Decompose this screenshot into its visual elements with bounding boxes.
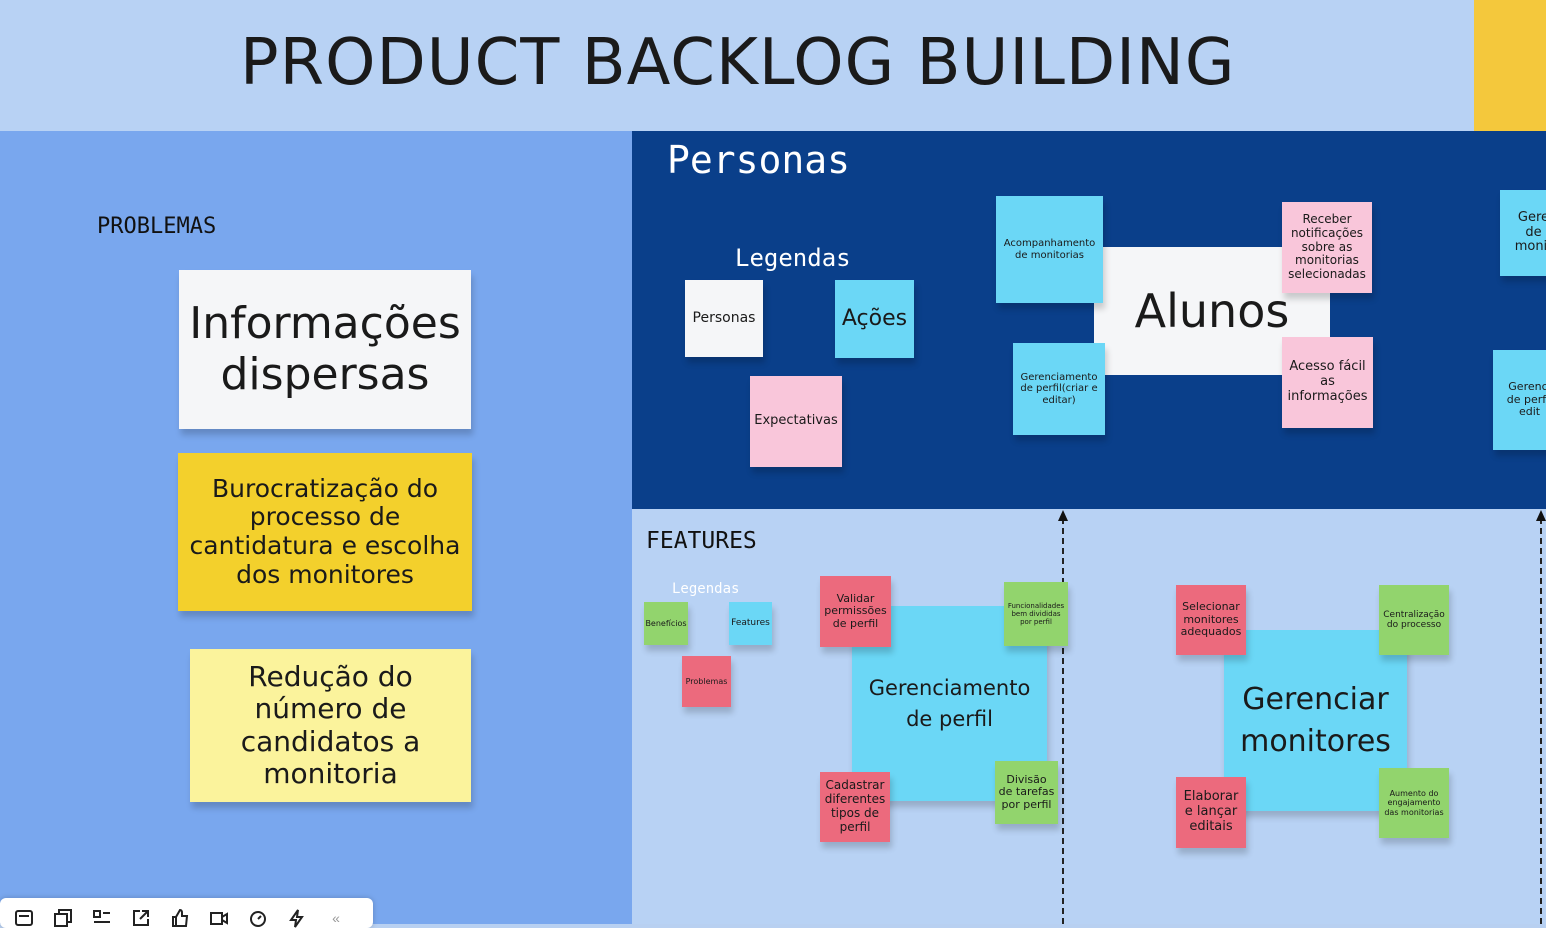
sticky-note-text: Personas [692, 310, 756, 327]
sticky-note-text: Burocratização do processo de cantidatur… [189, 473, 461, 589]
sticky-note-text: Informações dispersas [189, 297, 461, 400]
legend-problemas-note[interactable]: Problemas [682, 656, 731, 707]
frame-list-icon[interactable] [14, 908, 34, 928]
board-title: PRODUCT BACKLOG BUILDING [240, 26, 1236, 100]
connector-line-1 [1062, 518, 1064, 924]
share-icon[interactable] [131, 908, 151, 928]
legend-expectativas-note[interactable]: Expectativas [750, 376, 842, 467]
features-heading: FEATURES [646, 528, 757, 554]
sticky-note-action-2[interactable]: Gerenciamento de perfil(criar e editar) [1013, 343, 1105, 435]
persona-name: Alunos [1134, 283, 1290, 338]
sticky-note-text: Acesso fácil as informações [1287, 359, 1368, 404]
timer-icon[interactable] [248, 908, 268, 928]
features-frame [632, 509, 1546, 924]
sticky-note-text: Expectativas [754, 413, 838, 429]
personas-heading: Personas [667, 138, 851, 182]
sticky-note-problem-elaborar[interactable]: Elaborar e lançar editais [1176, 777, 1246, 848]
sticky-note-text: Centralização do processo [1383, 609, 1445, 630]
legend-personas-note[interactable]: Personas [685, 280, 763, 357]
sticky-note-text: Selecionar monitores adequados [1180, 600, 1242, 639]
features-legend-title: Legendas [672, 581, 740, 597]
layout-icon[interactable] [92, 908, 112, 928]
legend-beneficios-note[interactable]: Benefícios [644, 602, 688, 645]
personas-legend-title: Legendas [735, 244, 851, 272]
bolt-icon[interactable] [287, 908, 307, 928]
sticky-note-text: Receber notificações sobre as monitorias… [1288, 212, 1366, 282]
yellow-frame-tab[interactable] [1474, 0, 1546, 131]
connector-arrow-1 [1058, 510, 1068, 521]
sticky-note-problem-1[interactable]: Informações dispersas [179, 270, 471, 429]
sticky-note-text: Problemas [685, 676, 728, 686]
board-header [0, 0, 1546, 131]
sticky-note-text: Aumento do engajamento das monitorias [1384, 789, 1444, 817]
bottom-toolbar: « [0, 898, 373, 928]
collapse-icon[interactable]: « [332, 910, 340, 926]
sticky-note-text: Elaborar e lançar editais [1183, 789, 1239, 834]
sticky-note-action-1[interactable]: Acompanhamento de monitorias [996, 196, 1103, 303]
connector-arrow-2 [1536, 510, 1546, 521]
sticky-note-text: Redução do número de candidatos a monito… [240, 660, 421, 790]
sticky-note-benefit-divisao[interactable]: Divisão de tarefas por perfil [995, 761, 1058, 824]
sticky-note-text: Validar permissões de perfil [824, 591, 887, 630]
sticky-note-text: Funcionalidades bem divididas por perfil [1007, 601, 1065, 627]
sticky-note-problem-cadastrar[interactable]: Cadastrar diferentes tipos de perfil [820, 772, 890, 842]
sticky-note-text: Gerenciamento de perfil [868, 676, 1031, 731]
sticky-note-benefit-funcionalidades[interactable]: Funcionalidades bem divididas por perfil [1004, 582, 1068, 646]
like-icon[interactable] [170, 908, 190, 928]
sticky-note-expectation-1[interactable]: Receber notificações sobre as monitorias… [1282, 202, 1372, 293]
sticky-note-text: Benefícios [645, 618, 687, 628]
feature-gerenciar-monitores[interactable]: Gerenciar monitores [1224, 630, 1407, 811]
legend-features-note[interactable]: Features [729, 602, 772, 645]
sticky-note-benefit-centralizacao[interactable]: Centralização do processo [1379, 585, 1449, 655]
sticky-note-benefit-aumento[interactable]: Aumento do engajamento das monitorias [1379, 768, 1449, 838]
problems-heading: PROBLEMAS [97, 214, 217, 239]
sticky-note-text: Gerenciamento de perfil(criar e editar) [1020, 371, 1098, 406]
video-icon[interactable] [209, 908, 229, 928]
sticky-note-partial-1[interactable]: Gere de monit [1500, 190, 1546, 276]
sticky-note-partial-2[interactable]: Gerenci de perfil edit [1493, 350, 1546, 450]
sticky-note-text: Ações [841, 306, 908, 332]
sticky-note-problem-2[interactable]: Burocratização do processo de cantidatur… [178, 453, 472, 611]
sticky-note-text: Cadastrar diferentes tipos de perfil [824, 778, 886, 834]
connector-line-2 [1540, 518, 1542, 924]
sticky-note-problem-selecionar[interactable]: Selecionar monitores adequados [1176, 585, 1246, 655]
sticky-note-problem-validar[interactable]: Validar permissões de perfil [820, 576, 891, 647]
sticky-note-text: Gerenci de perfil edit [1506, 380, 1546, 419]
legend-acoes-note[interactable]: Ações [835, 280, 914, 358]
sticky-note-text: Gere de monit [1514, 209, 1546, 255]
sticky-note-text: Features [731, 618, 770, 629]
sticky-note-text: Gerenciar monitores [1240, 681, 1391, 759]
sticky-note-expectation-2[interactable]: Acesso fácil as informações [1282, 337, 1373, 428]
sticky-note-problem-3[interactable]: Redução do número de candidatos a monito… [190, 649, 471, 802]
sticky-note-text: Divisão de tarefas por perfil [998, 772, 1055, 811]
copy-icon[interactable] [53, 908, 73, 928]
sticky-note-text: Acompanhamento de monitorias [1003, 238, 1096, 261]
